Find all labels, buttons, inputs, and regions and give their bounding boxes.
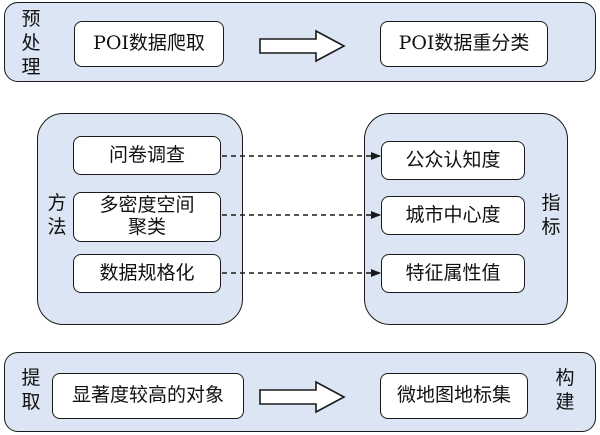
build-label: 构 建 (555, 367, 575, 413)
indicator-attribute-box: 特征属性值 (381, 254, 525, 293)
salient-objects-box: 显著度较高的对象 (52, 373, 244, 419)
poi-reclassify-box: POI数据重分类 (380, 21, 548, 67)
indicator-label: 指 标 (541, 192, 561, 238)
extract-label: 提 取 (21, 367, 41, 413)
indicator-awareness-box: 公众认知度 (381, 141, 525, 180)
extract-arrow-icon (259, 380, 346, 414)
landmark-set-box: 微地图地标集 (380, 373, 528, 419)
method-survey-box: 问卷调查 (73, 136, 221, 175)
preprocess-arrow-icon (259, 29, 346, 63)
poi-crawl-box: POI数据爬取 (74, 21, 224, 67)
preprocess-label: 预 处 理 (21, 8, 41, 78)
method-label: 方 法 (47, 192, 67, 238)
indicator-centrality-box: 城市中心度 (381, 196, 525, 235)
method-clustering-box: 多密度空间 聚类 (73, 192, 221, 242)
method-normalize-box: 数据规格化 (73, 254, 221, 293)
